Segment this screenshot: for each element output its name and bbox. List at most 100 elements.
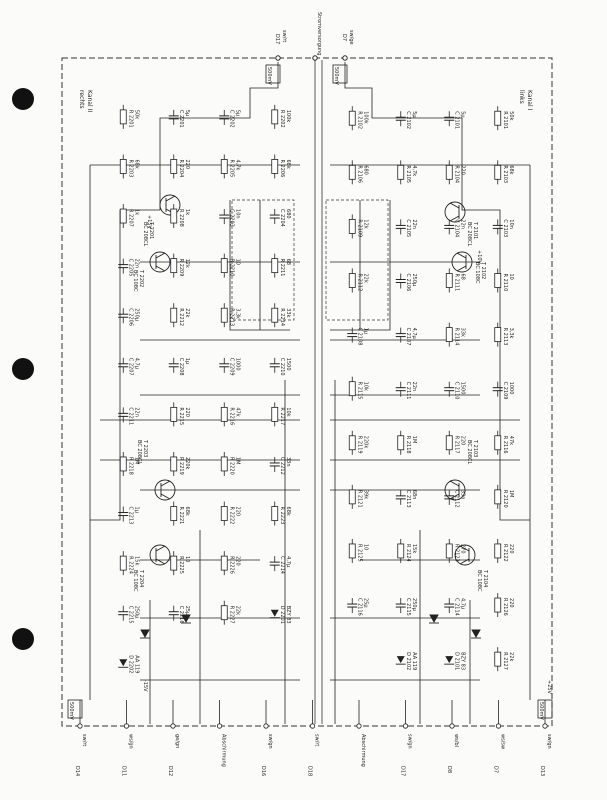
component-ref: R 2125	[356, 544, 362, 562]
component-ref: R 2220	[228, 457, 234, 475]
component-value: 100k	[285, 110, 291, 123]
supply-label: +15V	[146, 215, 152, 230]
component-ref: C 2203	[228, 209, 234, 227]
component-ref: R 2127	[502, 652, 508, 670]
component-value: 250µ	[411, 274, 417, 288]
component-value: 22k	[508, 652, 514, 661]
bottom-terminal-ref: D14	[74, 766, 80, 776]
component-ref: R 2119	[356, 436, 362, 454]
component-ref: R 2213	[228, 308, 234, 326]
component-value: 33k	[285, 308, 291, 317]
component-ref: C 2214	[279, 556, 285, 574]
component-value: BZY 83	[459, 652, 465, 670]
bottom-terminal-ref: D12	[167, 766, 173, 776]
component-value: 10	[184, 556, 190, 562]
transistor-type: BC 208CL	[142, 222, 148, 246]
scope-box-label: 500mV	[333, 67, 339, 85]
transistor-ref: T 2101	[472, 221, 478, 239]
bottom-terminal-label: Abschirmung	[360, 734, 366, 767]
component-value: 10	[362, 544, 368, 550]
transistor-ref: T 2102	[480, 261, 486, 279]
supply-label: +10V	[476, 250, 482, 265]
transistor-ref: T 2104	[482, 569, 488, 587]
component-value: 22n	[133, 259, 139, 269]
component-ref: C 2109	[502, 382, 508, 400]
component-ref: R 2116	[502, 436, 508, 454]
bottom-terminal: Abschirmung	[356, 700, 366, 767]
component-value: 1M	[234, 457, 240, 465]
component-ref: R 2104	[453, 165, 459, 183]
component-ref: C 2114	[453, 598, 459, 616]
component-value: 10	[508, 274, 514, 280]
component-value: 22n	[133, 407, 139, 417]
component-ref: R 2215	[178, 407, 184, 425]
component-value: 4,7µ	[411, 328, 417, 340]
diode-d2102	[471, 629, 481, 639]
component-value: 68k	[133, 159, 139, 168]
bottom-terminal-label: ws/bl	[453, 734, 459, 747]
component-ref: R 2222	[228, 507, 234, 525]
component-value: 3,3k	[234, 308, 240, 319]
component-value: 1µ	[362, 328, 368, 335]
component-value: 68k	[184, 507, 190, 516]
component-value: 1M	[411, 436, 417, 444]
component-value: 10n	[508, 219, 514, 229]
transistor-ref: T 2202	[138, 269, 144, 287]
component-value: 3,3k	[508, 328, 514, 339]
component-ref: C 2216	[178, 606, 184, 624]
component-value: 1k	[184, 209, 190, 215]
top-terminal: Stromversorgung	[312, 12, 322, 61]
scope-box	[332, 64, 348, 84]
component-ref: R 2202	[279, 110, 285, 128]
component-ref: C 2107	[405, 328, 411, 346]
component-value: 50k	[508, 111, 514, 120]
component-ref: R 2101	[502, 111, 508, 129]
component-value: 15k	[411, 544, 417, 553]
svg-text:D17: D17	[274, 34, 280, 44]
punch-hole-middle	[12, 358, 34, 380]
transistor-t2104	[454, 544, 476, 566]
component-ref: C 2215	[127, 606, 133, 624]
transistor-t2102	[451, 251, 473, 273]
component-ref: C 2211	[127, 407, 133, 425]
bottom-terminal-label: sw/rt	[314, 734, 320, 746]
component-value: 250µ	[133, 308, 139, 322]
component-ref: C 2103	[502, 219, 508, 237]
component-value: 1µ	[133, 507, 139, 514]
component-ref: C 2104	[453, 219, 459, 237]
bottom-terminal-label: sw/gn	[267, 734, 273, 749]
component-ref: R 2204	[178, 159, 184, 177]
bottom-terminal: Abschirmung	[216, 700, 227, 767]
component-value: 68	[459, 274, 465, 280]
component-value: 15k	[133, 556, 139, 565]
